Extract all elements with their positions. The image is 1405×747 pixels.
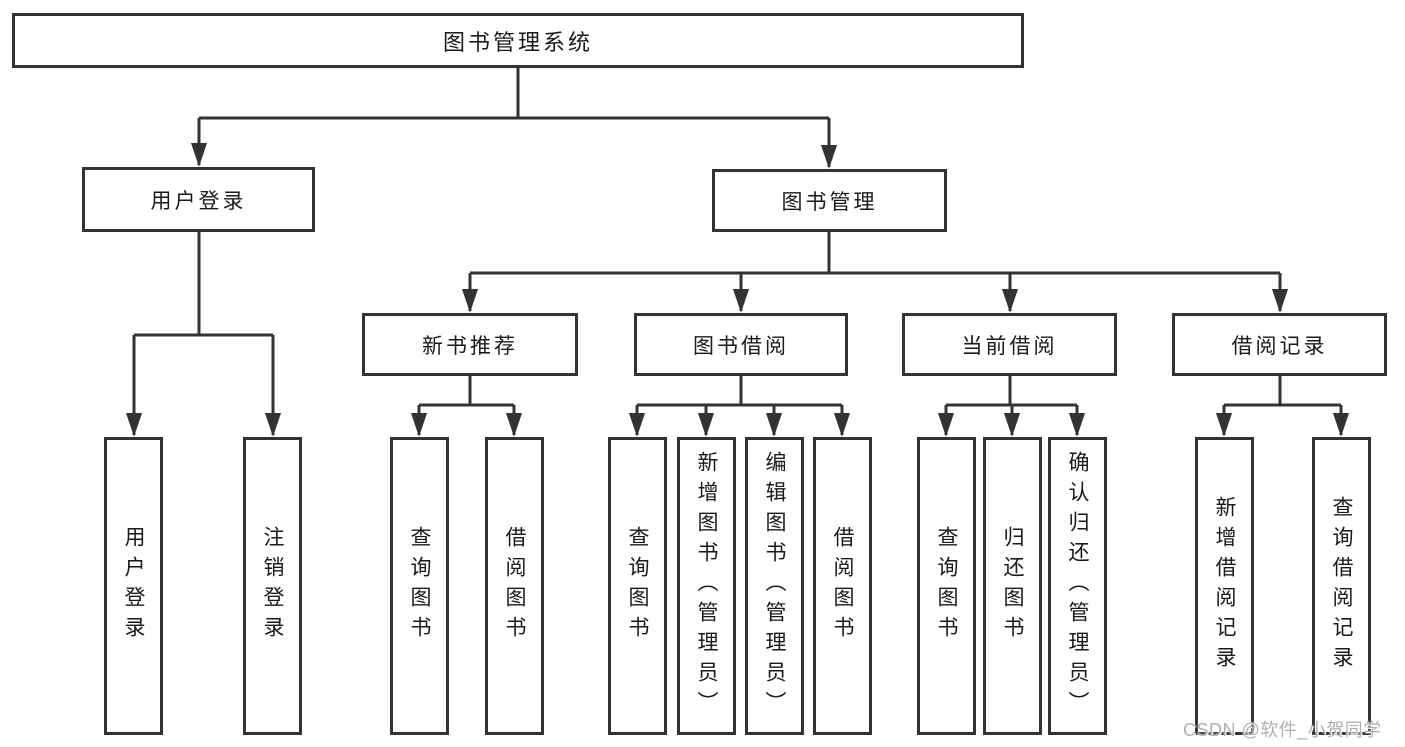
node-user-login-label: 用户登录 — [150, 189, 247, 213]
leaf-add-book-admin-label: 新增图书（管理员） — [695, 451, 718, 721]
leaf-query-borrow-record: 查询借阅记录 — [1312, 437, 1371, 735]
connector-new-book-rec-children — [410, 376, 523, 437]
node-book-borrow: 图书借阅 — [634, 313, 848, 376]
node-current-borrow: 当前借阅 — [902, 313, 1117, 376]
leaf-borrow-books-label: 借阅图书 — [831, 526, 854, 646]
connector-root-to-level2 — [190, 68, 838, 169]
connector-user-login-children — [125, 232, 282, 437]
leaf-edit-book-admin: 编辑图书（管理员） — [745, 437, 804, 735]
leaf-borrow-books-recommend-label: 借阅图书 — [503, 526, 526, 646]
connector-current-borrow-children — [937, 376, 1086, 437]
leaf-add-borrow-record-label: 新增借阅记录 — [1213, 496, 1236, 676]
leaf-query-books-recommend: 查询图书 — [390, 437, 449, 735]
leaf-borrow-books: 借阅图书 — [813, 437, 872, 735]
node-book-management-label: 图书管理 — [781, 190, 878, 214]
leaf-add-book-admin: 新增图书（管理员） — [677, 437, 736, 735]
leaf-query-books-current-label: 查询图书 — [935, 526, 958, 646]
leaf-borrow-books-recommend: 借阅图书 — [485, 437, 544, 735]
node-root-system-label: 图书管理系统 — [442, 29, 593, 55]
leaf-user-login: 用户登录 — [104, 437, 163, 735]
node-book-management: 图书管理 — [712, 169, 947, 232]
node-new-book-recommend: 新书推荐 — [362, 313, 578, 376]
leaf-return-book: 归还图书 — [983, 437, 1042, 735]
connector-book-borrow-children — [628, 376, 851, 437]
leaf-confirm-return-admin: 确认归还（管理员） — [1048, 437, 1107, 735]
leaf-add-borrow-record: 新增借阅记录 — [1195, 437, 1254, 735]
node-book-borrow-label: 图书借阅 — [693, 334, 789, 358]
node-root-system: 图书管理系统 — [12, 13, 1024, 68]
connector-book-mgmt-groups — [461, 232, 1289, 313]
leaf-query-borrow-record-label: 查询借阅记录 — [1330, 496, 1353, 676]
leaf-query-books-borrow-label: 查询图书 — [626, 526, 649, 646]
node-borrow-records: 借阅记录 — [1172, 313, 1387, 376]
csdn-watermark: CSDN @软件_小贺同学 — [1183, 720, 1382, 740]
node-borrow-records-label: 借阅记录 — [1231, 334, 1328, 358]
connector-borrow-records-children — [1215, 376, 1350, 437]
node-current-borrow-label: 当前借阅 — [961, 334, 1058, 358]
leaf-user-login-label: 用户登录 — [122, 526, 145, 646]
leaf-return-book-label: 归还图书 — [1001, 526, 1024, 646]
leaf-query-books-current: 查询图书 — [917, 437, 976, 735]
leaf-logout-label: 注销登录 — [261, 526, 284, 646]
leaf-query-books-recommend-label: 查询图书 — [408, 526, 431, 646]
node-user-login: 用户登录 — [82, 167, 315, 232]
leaf-query-books-borrow: 查询图书 — [608, 437, 667, 735]
leaf-edit-book-admin-label: 编辑图书（管理员） — [763, 451, 786, 721]
leaf-confirm-return-admin-label: 确认归还（管理员） — [1066, 451, 1089, 721]
node-new-book-recommend-label: 新书推荐 — [422, 334, 518, 358]
leaf-logout: 注销登录 — [243, 437, 302, 735]
